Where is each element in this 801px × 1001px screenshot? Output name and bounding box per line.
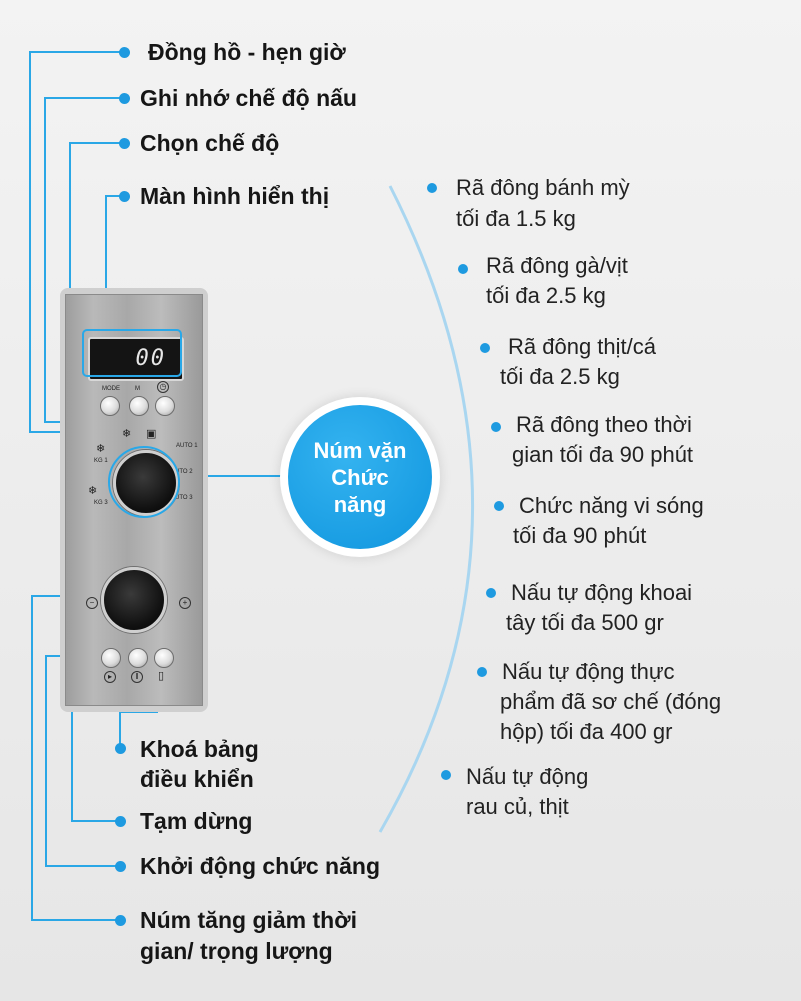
plus-icon: +: [179, 597, 191, 609]
display-highlight: [82, 329, 182, 377]
auto3-label: AUTO 3: [171, 495, 193, 501]
label-select-mode: Chọn chế độ: [140, 130, 280, 156]
bullet-icon: [119, 93, 130, 104]
bullet-icon: [480, 343, 490, 353]
function-8-line2: rau củ, thịt: [466, 794, 569, 819]
function-7-line3: hộp) tối đa 400 gr: [500, 719, 673, 744]
lock-button[interactable]: [154, 648, 174, 668]
bullet-icon: [119, 47, 130, 58]
auto2-label: AUTO 2: [171, 469, 193, 475]
function-2-line1: Rã đông gà/vịt: [486, 253, 628, 278]
minus-icon: −: [86, 597, 98, 609]
defrost-weight-icon: ❄: [122, 428, 132, 440]
mode-button-label: MODE: [102, 386, 120, 392]
bullet-icon: [427, 183, 437, 193]
bullet-icon: [119, 138, 130, 149]
function-5-line2: tối đa 90 phút: [513, 523, 647, 548]
function-1-line1: Rã đông bánh mỳ: [456, 175, 630, 200]
panel-face: 00 MODE M ◷ ❄ ▣ AUTO 1 ❄ KG 1 AUTO 2 ❄ K…: [65, 294, 203, 706]
bullet-icon: [486, 588, 496, 598]
label-start-function: Khởi động chức năng: [140, 853, 380, 879]
label-clock-timer: Đồng hồ - hẹn giờ: [148, 39, 346, 65]
divider-curve: [378, 185, 475, 833]
function-7-line2: phẩm đã sơ chế (đóng: [500, 689, 722, 714]
display-value: 00: [135, 346, 166, 371]
label-memory-mode: Ghi nhớ chế độ nấu: [140, 85, 357, 111]
bullet-icon: [491, 422, 501, 432]
microwave-icon: ▣: [146, 428, 157, 440]
function-knob-bubble: Núm vặn Chức năng: [288, 405, 432, 549]
bullet-icon: [115, 915, 126, 926]
label-adjust-knob-line1: Núm tăng giảm thời: [140, 907, 357, 933]
function-7-line1: Nấu tự động thực: [502, 659, 675, 684]
mode-button[interactable]: [100, 396, 120, 416]
bullet-icon: [115, 816, 126, 827]
function-5-line1: Chức năng vi sóng: [519, 493, 704, 518]
snowflake-icon: ❄: [96, 443, 106, 455]
pause-button[interactable]: [128, 648, 148, 668]
auto1-label: AUTO 1: [176, 443, 198, 449]
bullet-icon: [441, 770, 451, 780]
function-3-line1: Rã đông thịt/cá: [508, 334, 656, 359]
start-button[interactable]: [101, 648, 121, 668]
control-panel: 00 MODE M ◷ ❄ ▣ AUTO 1 ❄ KG 1 AUTO 2 ❄ K…: [60, 288, 208, 712]
kg3-label: KG 3: [94, 500, 108, 506]
pause-icon: ‖: [131, 671, 143, 683]
bullet-icon: [494, 501, 504, 511]
lock-icon: ▯: [158, 670, 165, 682]
function-8-line1: Nấu tự động: [466, 764, 589, 789]
bubble-line2: Chức: [331, 464, 389, 490]
function-6-line2: tây tối đa 500 gr: [506, 610, 664, 635]
function-4-line1: Rã đông theo thời: [516, 412, 692, 437]
memory-button-label: M: [135, 386, 140, 392]
label-panel-lock-line1: Khoá bảng: [140, 736, 259, 762]
function-2-line2: tối đa 2.5 kg: [486, 283, 606, 308]
label-panel-lock-line2: điều khiển: [140, 766, 254, 792]
function-1-line2: tối đa 1.5 kg: [456, 206, 576, 231]
label-adjust-knob-line2: gian/ trọng lượng: [140, 938, 333, 964]
label-pause: Tạm dừng: [140, 808, 253, 834]
bullet-icon: [458, 264, 468, 274]
knob-highlight: [108, 446, 180, 518]
clock-icon: ◷: [157, 381, 169, 393]
play-icon: ▸: [104, 671, 116, 683]
clock-button[interactable]: [155, 396, 175, 416]
function-6-line1: Nấu tự động khoai: [511, 580, 693, 605]
bullet-icon: [119, 191, 130, 202]
bullet-icon: [115, 861, 126, 872]
memory-button[interactable]: [129, 396, 149, 416]
function-3-line2: tối đa 2.5 kg: [500, 364, 620, 389]
snowflake-icon: ❄: [88, 485, 98, 497]
kg1-label: KG 1: [94, 458, 108, 464]
bullet-icon: [477, 667, 487, 677]
label-display-screen: Màn hình hiển thị: [140, 183, 330, 209]
bubble-line1: Núm vặn: [313, 437, 407, 463]
function-4-line2: gian tối đa 90 phút: [512, 442, 694, 467]
bubble-line3: năng: [333, 491, 387, 517]
display-screen: 00: [88, 337, 184, 381]
bullet-icon: [115, 743, 126, 754]
adjust-knob[interactable]: [101, 567, 167, 633]
